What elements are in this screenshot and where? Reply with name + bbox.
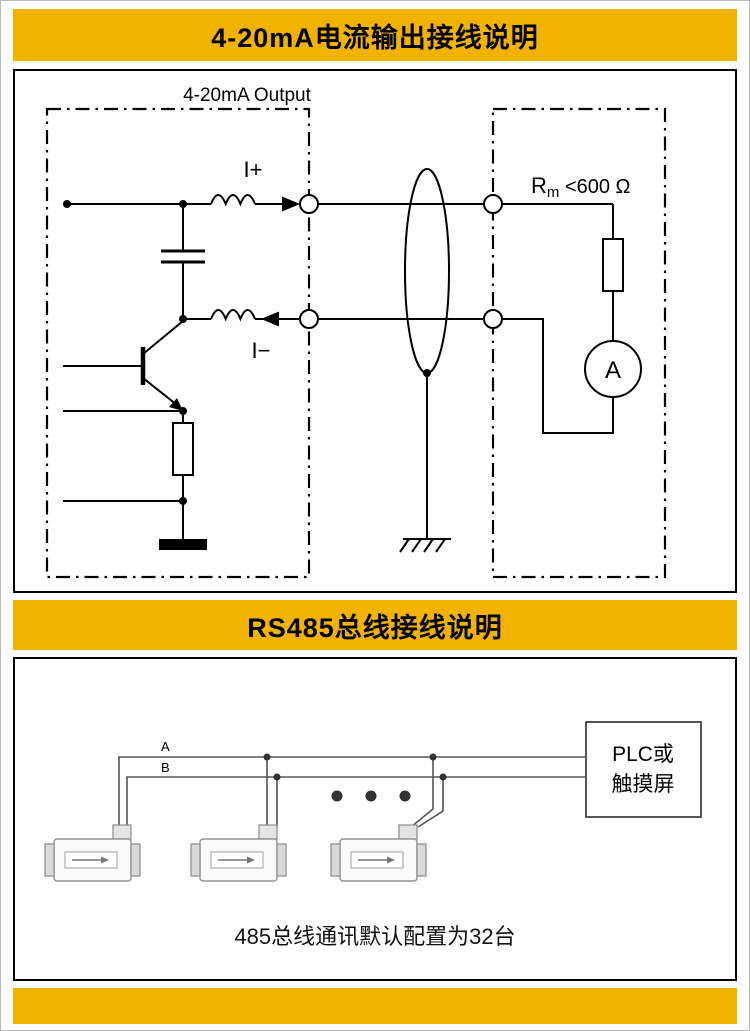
wire-a-label: A bbox=[161, 739, 170, 754]
flow-arrow-icon bbox=[247, 856, 255, 864]
arrow-iplus-icon bbox=[282, 196, 300, 212]
receiver-circuit: A bbox=[502, 203, 642, 434]
footer-accent-bar bbox=[13, 988, 737, 1024]
cable-and-shield bbox=[318, 168, 484, 553]
rm-label: Rm <600 Ω bbox=[531, 173, 631, 201]
section-420ma-header: 4-20mA电流输出接线说明 bbox=[13, 9, 737, 61]
junction-dot bbox=[263, 753, 271, 761]
section-rs485-panel: PLC或 触摸屏 A B bbox=[13, 657, 737, 981]
iplus-label: I+ bbox=[244, 157, 263, 182]
plc-box: PLC或 触摸屏 bbox=[585, 721, 702, 818]
circuit-420ma-diagram: 4-20mA Output bbox=[45, 85, 667, 579]
capacitor bbox=[161, 249, 205, 264]
bus-wires: A B bbox=[118, 739, 586, 828]
receiver-boundary-box bbox=[491, 107, 667, 579]
more-devices-ellipsis-icon bbox=[331, 790, 411, 802]
flow-arrow-icon bbox=[387, 856, 395, 864]
flow-meter-device-1 bbox=[44, 824, 141, 882]
transistor bbox=[63, 320, 184, 411]
section-rs485-header: RS485总线接线说明 bbox=[13, 600, 737, 650]
flow-meter-device-3 bbox=[330, 824, 427, 882]
plc-label-line2: 触摸屏 bbox=[612, 773, 675, 796]
transmitter-circuit bbox=[63, 194, 300, 550]
section-rs485-title: RS485总线接线说明 bbox=[247, 612, 503, 643]
bus-wire-b bbox=[126, 776, 586, 827]
transmitter-boundary-box bbox=[45, 107, 311, 579]
flow-meter-device-2 bbox=[190, 824, 287, 882]
ammeter-label: A bbox=[605, 357, 621, 384]
rs485-note-text: 485总线通讯默认配置为32台 bbox=[234, 924, 516, 949]
junction-dot bbox=[429, 753, 437, 761]
ground-bar-icon bbox=[159, 539, 207, 550]
bus-wire-a bbox=[118, 756, 586, 827]
terminal-iplus bbox=[299, 194, 319, 214]
inductor-iminus bbox=[210, 309, 256, 322]
junction-dot bbox=[63, 200, 71, 208]
junction-dot bbox=[439, 773, 447, 781]
wire-b-label: B bbox=[161, 760, 170, 775]
junction-dot bbox=[273, 773, 281, 781]
resistor-load bbox=[602, 238, 624, 292]
rs485-note: 485总线通讯默认配置为32台 bbox=[15, 909, 735, 979]
resistor-transmitter bbox=[172, 422, 194, 476]
iminus-label: I− bbox=[252, 338, 271, 363]
terminal-iminus bbox=[299, 309, 319, 329]
rs485-diagram: PLC或 触摸屏 A B bbox=[44, 721, 702, 882]
flow-arrow-icon bbox=[101, 856, 109, 864]
section-420ma-panel: 4-20mA Output bbox=[13, 69, 737, 593]
terminal-receiver-minus bbox=[483, 309, 503, 329]
inductor-iplus bbox=[210, 194, 256, 207]
section-420ma-title: 4-20mA电流输出接线说明 bbox=[211, 22, 539, 53]
plc-label-line1: PLC或 bbox=[612, 743, 674, 766]
earth-ground-icon bbox=[399, 538, 451, 553]
arrow-iminus-icon bbox=[261, 311, 279, 327]
terminal-receiver-plus bbox=[483, 194, 503, 214]
cable-shield-icon bbox=[404, 168, 450, 374]
output-label: 4-20mA Output bbox=[183, 85, 312, 106]
